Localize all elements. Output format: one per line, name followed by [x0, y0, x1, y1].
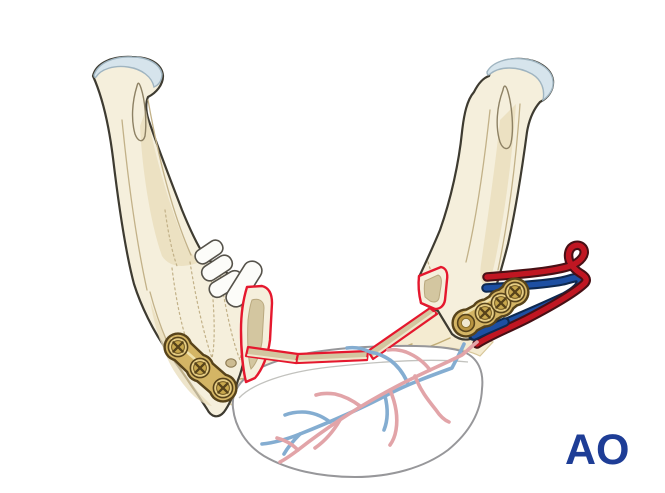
tooth [194, 239, 224, 265]
vascular-pedicle [468, 240, 591, 349]
skin-paddle-outline [231, 344, 484, 479]
graft-edge-line [298, 357, 367, 362]
screw [167, 336, 189, 358]
paddle-artery-branch [313, 418, 342, 450]
paddle-artery-branch [386, 347, 432, 372]
tooth [200, 254, 234, 282]
left-sigmoid-slit [131, 82, 147, 142]
left-hemimandible [91, 55, 274, 418]
paddle-vein-branch [283, 410, 332, 424]
left-ramus-ridge [121, 119, 148, 291]
paddle-vein-branch [345, 345, 410, 386]
paddle-vessels [260, 340, 479, 464]
right-osteotomy [417, 265, 449, 311]
tooth-roots-dotted [219, 274, 243, 363]
tooth-roots-dotted [164, 209, 178, 267]
pedicle-vein-overpass-core [471, 319, 508, 339]
paddle-artery-branch [314, 391, 362, 408]
graft-edge-line [373, 312, 435, 357]
ao-logo: AO [565, 426, 630, 474]
pedicle-artery-core [474, 242, 589, 347]
empty-plate-hole-center [460, 317, 472, 329]
right-condyle-cartilage [486, 57, 554, 102]
paddle-artery-branch [413, 374, 451, 424]
left-reconstruction-plate [163, 332, 238, 403]
paddle-vein-branch [382, 394, 389, 432]
right-bone-shading [480, 104, 516, 288]
right-reconstruction-plate [451, 277, 530, 338]
fibula-graft-segments [244, 306, 439, 365]
graft-segment-3 [366, 306, 439, 361]
skin-paddle-inner-line [238, 359, 469, 399]
left-ramus-ridge [147, 99, 192, 256]
paddle-artery-branch [388, 388, 399, 447]
left-bone-shading [140, 110, 200, 266]
right-ramus-ridge [497, 103, 521, 271]
screw [504, 281, 526, 303]
mental-foramen [225, 358, 237, 368]
right-hemimandible [417, 57, 555, 341]
skin-paddle [231, 344, 484, 479]
graft-edge-line [247, 354, 296, 362]
paddle-artery-branch [275, 436, 300, 452]
right-cut-inner [423, 274, 442, 303]
screw [189, 357, 211, 379]
screw [212, 377, 234, 399]
left-condyle-cartilage [93, 56, 163, 88]
right-ramus-ridge [465, 109, 491, 263]
right-sigmoid-slit [496, 85, 514, 150]
teeth [194, 239, 263, 308]
